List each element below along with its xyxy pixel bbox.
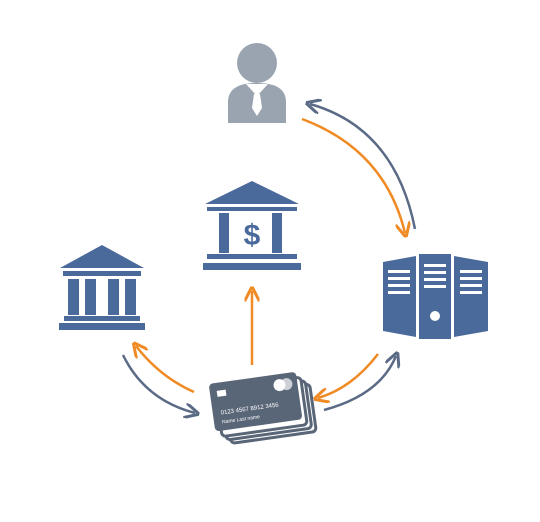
arrow-cards-to-server	[323, 356, 396, 412]
card-holder-name: Name Last name	[222, 414, 261, 425]
bank-icon	[59, 245, 145, 330]
arrow-server-to-person	[310, 104, 417, 230]
dollar-sign-glyph: $	[244, 219, 261, 252]
arrow-server-to-cards	[318, 353, 379, 398]
arrow-person-to-server	[301, 117, 405, 233]
person-icon	[228, 43, 286, 123]
server-icon	[383, 254, 488, 339]
arrow-cards-to-bank	[136, 346, 195, 394]
bank-dollar-icon: $	[203, 181, 301, 270]
arrow-bank-to-cards	[121, 354, 195, 413]
credit-cards-icon: 0123 4567 8912 3456 Name Last name	[209, 372, 318, 445]
